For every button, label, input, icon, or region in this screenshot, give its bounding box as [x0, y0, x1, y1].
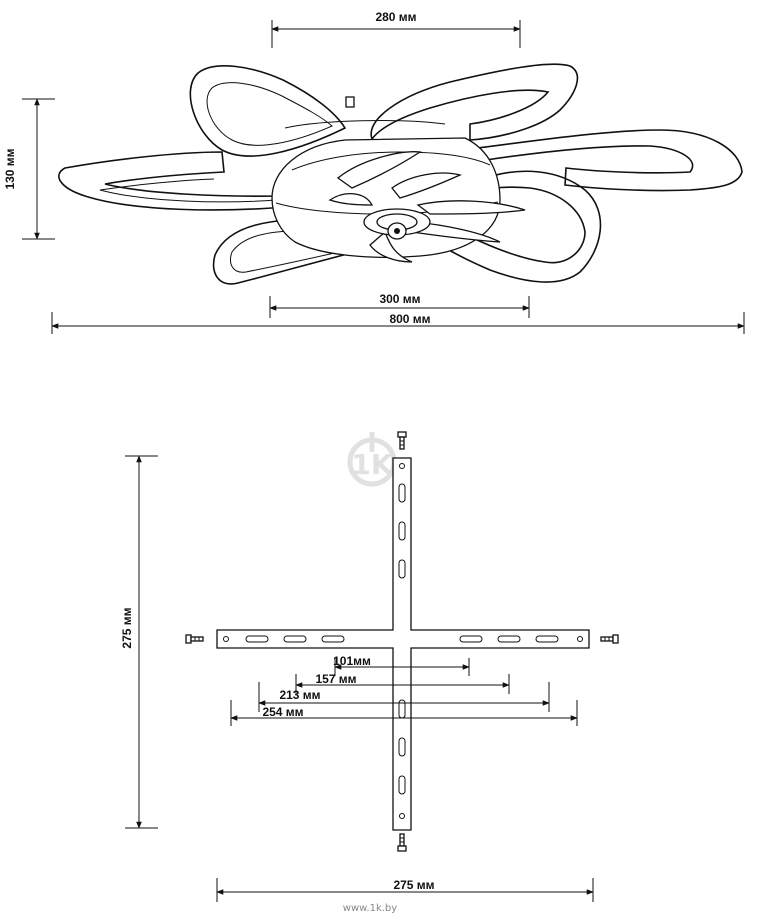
watermark-source: www.1k.by	[343, 903, 397, 914]
watermark-logo-text: 1K	[351, 448, 393, 481]
fan-hub	[363, 208, 431, 240]
dimension-280-label: 280 мм	[375, 10, 416, 24]
screw-bottom	[397, 833, 407, 852]
fan-petal-left	[58, 151, 286, 211]
screw-right	[600, 634, 619, 644]
dimension-213: 213 мм	[258, 682, 550, 712]
screw-left	[185, 634, 204, 644]
bracket-slots-right	[459, 635, 583, 643]
dimension-275-vertical: 275 мм	[120, 455, 158, 829]
fan-petal-upper-left	[189, 65, 347, 157]
bracket-slots-top	[398, 463, 406, 579]
dimension-275-horizontal: 275 мм	[216, 878, 594, 902]
dimension-275-vertical-label: 275 мм	[120, 607, 134, 648]
bracket-slots-left	[223, 635, 345, 643]
dimension-800: 800 мм	[51, 312, 745, 334]
dimension-157: 157 мм	[295, 672, 510, 694]
ceiling-fan-drawing	[58, 63, 743, 285]
dimension-130-label: 130 мм	[3, 148, 17, 189]
fan-petal-upper-right	[370, 63, 579, 141]
mounting-bracket	[216, 457, 590, 831]
dimension-275-horizontal-label: 275 мм	[393, 878, 434, 892]
fan-petal-right	[476, 129, 743, 192]
fan-blades	[328, 151, 526, 263]
screw-top	[397, 431, 407, 450]
dimension-130: 130 мм	[3, 98, 55, 240]
dimension-280: 280 мм	[271, 10, 521, 48]
dimension-101: 101мм	[333, 654, 470, 676]
dimension-254: 254 мм	[230, 700, 578, 726]
watermark-logo: 1K	[347, 432, 397, 487]
dimension-157-label: 157 мм	[315, 672, 356, 686]
dimension-101-label: 101мм	[333, 654, 371, 668]
dimension-800-label: 800 мм	[389, 312, 430, 326]
dimension-254-label: 254 мм	[262, 705, 303, 719]
dimension-213-label: 213 мм	[279, 688, 320, 702]
dimension-300-label: 300 мм	[379, 292, 420, 306]
bracket-slots-bottom	[398, 699, 406, 819]
dimension-300: 300 мм	[269, 292, 530, 318]
